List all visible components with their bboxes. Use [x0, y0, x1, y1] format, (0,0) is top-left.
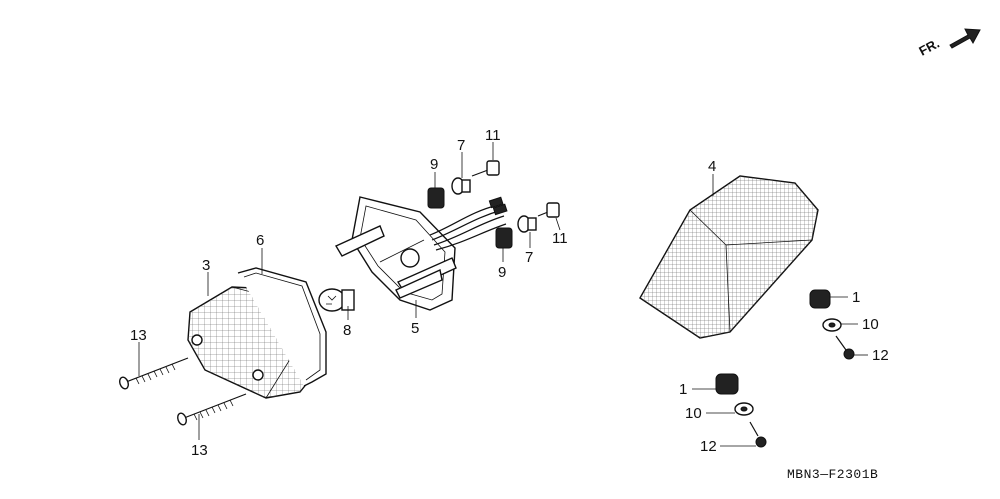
- housing-part-5: [334, 196, 457, 311]
- screw-part-13-upper: [119, 357, 189, 390]
- callout-8: 8: [343, 322, 351, 339]
- callout-13-upper: 13: [130, 327, 147, 344]
- callout-10-right: 10: [862, 316, 879, 333]
- callout-3: 3: [202, 257, 210, 274]
- callout-1-right: 1: [852, 289, 860, 306]
- grommet-part-9-lower: [495, 227, 513, 249]
- callout-9-upper: 9: [430, 156, 438, 173]
- collar-part-7-lower: [517, 215, 537, 233]
- bolt-part-11-lower: [537, 202, 560, 218]
- diagram-code: MBN3—F2301B: [787, 467, 878, 482]
- callout-7-upper: 7: [457, 137, 465, 154]
- callout-12-right: 12: [872, 347, 889, 364]
- leader-lines: [138, 142, 868, 447]
- nut-part-1-right: [809, 289, 831, 309]
- screw-part-12-right: [835, 335, 855, 360]
- wire-harness: [429, 196, 508, 251]
- screw-part-13-lower: [177, 393, 247, 426]
- callout-11-upper: 11: [485, 127, 501, 144]
- direction-label: FR.: [916, 36, 942, 59]
- gasket-part-6: [237, 267, 327, 387]
- callout-5: 5: [411, 320, 419, 337]
- collar-part-7-upper: [451, 177, 471, 195]
- callout-7-lower: 7: [525, 249, 533, 266]
- callout-1-lower: 1: [679, 381, 687, 398]
- callout-4: 4: [708, 158, 716, 175]
- callout-11-lower: 11: [552, 230, 568, 247]
- bulb-part-8: [318, 288, 355, 312]
- washer-part-10-lower: [734, 402, 754, 416]
- callout-13-lower: 13: [191, 442, 208, 459]
- callout-labels: 3 6 13 13 8 5 9 7 11 9 7 11 4 1 10 12 1 …: [130, 127, 889, 459]
- screw-part-12-lower: [749, 421, 767, 448]
- bolt-part-11-upper: [471, 160, 500, 177]
- washer-part-10-right: [822, 318, 842, 332]
- callout-9-lower: 9: [498, 264, 506, 281]
- callout-10-lower: 10: [685, 405, 702, 422]
- callout-6: 6: [256, 232, 264, 249]
- grommet-part-9-upper: [427, 187, 445, 209]
- nut-part-1-lower: [715, 373, 739, 395]
- front-arrow-icon: [949, 28, 981, 49]
- reflector-part-4: [639, 175, 819, 339]
- front-direction-indicator: FR.: [916, 28, 981, 59]
- callout-12-lower: 12: [700, 438, 717, 455]
